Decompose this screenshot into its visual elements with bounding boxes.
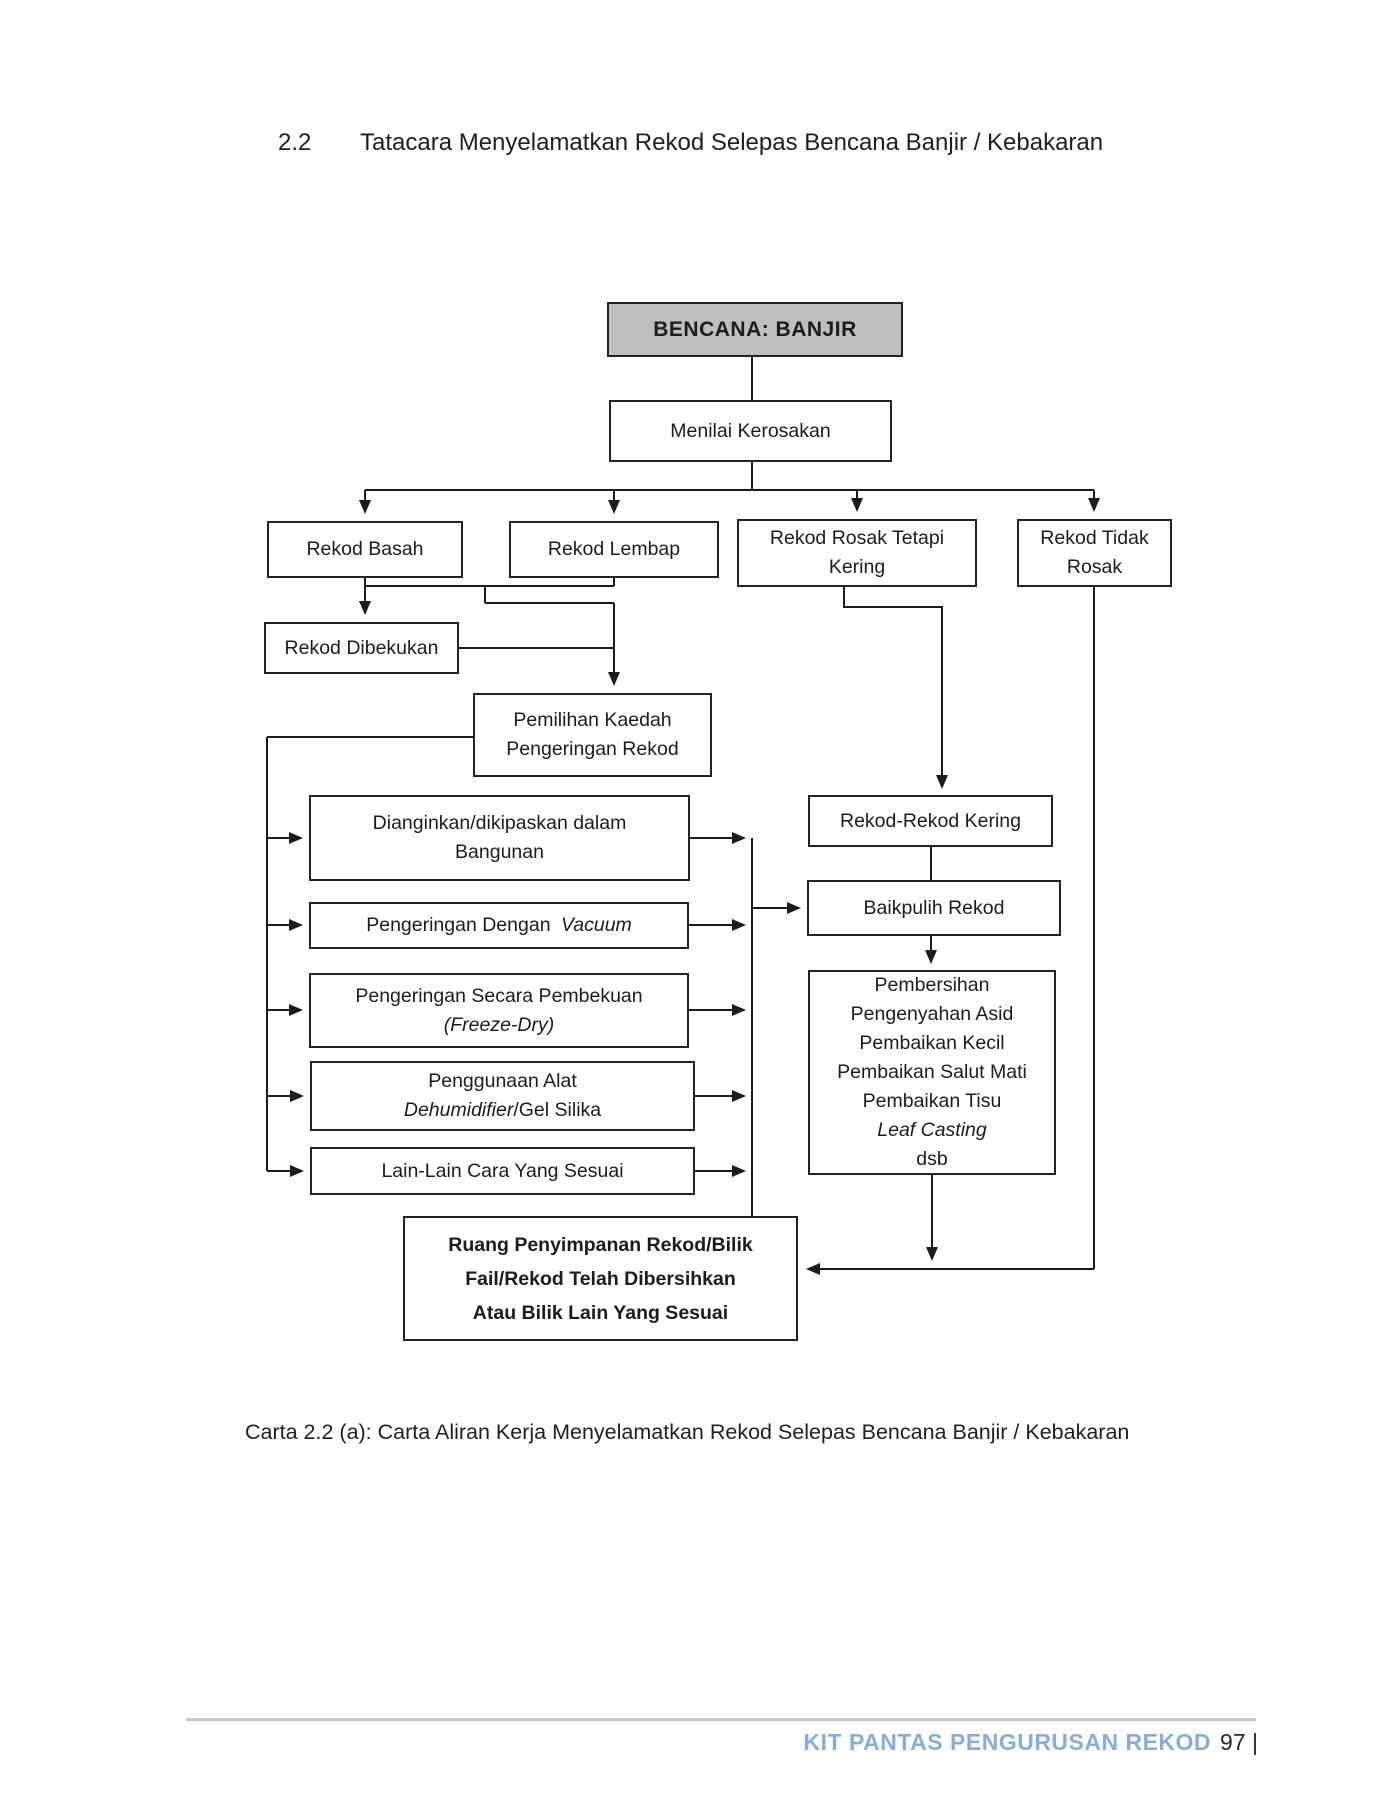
node-label: Dianginkan/dikipaskan dalam Bangunan bbox=[372, 812, 627, 863]
node-rekod-rekod-kering: Rekod-Rekod Kering bbox=[808, 795, 1053, 847]
node-ruang-penyimpanan: Ruang Penyimpanan Rekod/Bilik Fail/Rekod… bbox=[403, 1216, 798, 1341]
node-label: Menilai Kerosakan bbox=[670, 419, 831, 442]
node-penggunaan-alat: Penggunaan Alat Dehumidifier/Gel Silika bbox=[310, 1061, 695, 1131]
node-label: Rekod-Rekod Kering bbox=[839, 809, 1021, 832]
node-rekod-tidak-rosak: Rekod Tidak Rosak bbox=[1017, 519, 1172, 587]
node-rekod-dibekukan: Rekod Dibekukan bbox=[264, 622, 459, 674]
footer-brand: KIT PANTAS PENGURUSAN REKOD bbox=[803, 1729, 1212, 1755]
node-pembersihan: Pembersihan Pengenyahan Asid Pembaikan K… bbox=[808, 970, 1056, 1175]
node-rekod-basah: Rekod Basah bbox=[267, 521, 463, 578]
node-label: Rekod Lembap bbox=[547, 538, 681, 560]
node-menilai-kerosakan: Menilai Kerosakan bbox=[609, 400, 892, 462]
node-dianginkan-dikipaskan: Dianginkan/dikipaskan dalam Bangunan bbox=[309, 795, 690, 881]
node-label: Ruang Penyimpanan Rekod/Bilik Fail/Rekod… bbox=[448, 1233, 753, 1324]
node-label: Pengeringan Secara Pembekuan (Freeze-Dry… bbox=[355, 984, 643, 1036]
node-pengeringan-vacuum: Pengeringan Dengan Vacuum bbox=[309, 902, 689, 949]
node-bencana-banjir: BENCANA: BANJIR bbox=[607, 302, 903, 357]
page-number: 97 | bbox=[1220, 1729, 1258, 1755]
node-rekod-rosak-tetapi-kering: Rekod Rosak Tetapi Kering bbox=[737, 519, 977, 587]
section-number: 2.2 bbox=[278, 129, 312, 156]
page-title: Tatacara Menyelamatkan Rekod Selepas Ben… bbox=[360, 129, 1104, 156]
node-baikpulih-rekod: Baikpulih Rekod bbox=[807, 880, 1061, 936]
figure-caption: Carta 2.2 (a): Carta Aliran Kerja Menyel… bbox=[245, 1420, 1130, 1444]
footer-divider bbox=[186, 1718, 1256, 1721]
node-rekod-lembap: Rekod Lembap bbox=[509, 521, 719, 578]
connector-lines bbox=[266, 357, 1100, 1275]
node-label: Rekod Basah bbox=[306, 538, 424, 560]
node-label: Pemilihan Kaedah Pengeringan Rekod bbox=[506, 709, 679, 760]
node-label: Pengeringan Dengan Vacuum bbox=[366, 914, 632, 936]
node-label: BENCANA: BANJIR bbox=[653, 318, 857, 341]
node-label: Baikpulih Rekod bbox=[863, 896, 1005, 919]
node-pengeringan-pembekuan: Pengeringan Secara Pembekuan (Freeze-Dry… bbox=[309, 973, 689, 1048]
node-pemilihan-kaedah: Pemilihan Kaedah Pengeringan Rekod bbox=[473, 693, 712, 777]
node-label: Rekod Tidak Rosak bbox=[1040, 527, 1149, 578]
node-lain-lain-cara: Lain-Lain Cara Yang Sesuai bbox=[310, 1147, 695, 1195]
node-label: Rekod Dibekukan bbox=[284, 636, 439, 659]
node-label: Pembersihan Pengenyahan Asid Pembaikan K… bbox=[837, 974, 1027, 1170]
node-label: Rekod Rosak Tetapi Kering bbox=[769, 527, 945, 578]
page-footer: KIT PANTAS PENGURUSAN REKOD 97 | bbox=[804, 1729, 1258, 1756]
node-label: Lain-Lain Cara Yang Sesuai bbox=[381, 1159, 624, 1182]
node-label: Penggunaan Alat Dehumidifier/Gel Silika bbox=[403, 1070, 602, 1121]
